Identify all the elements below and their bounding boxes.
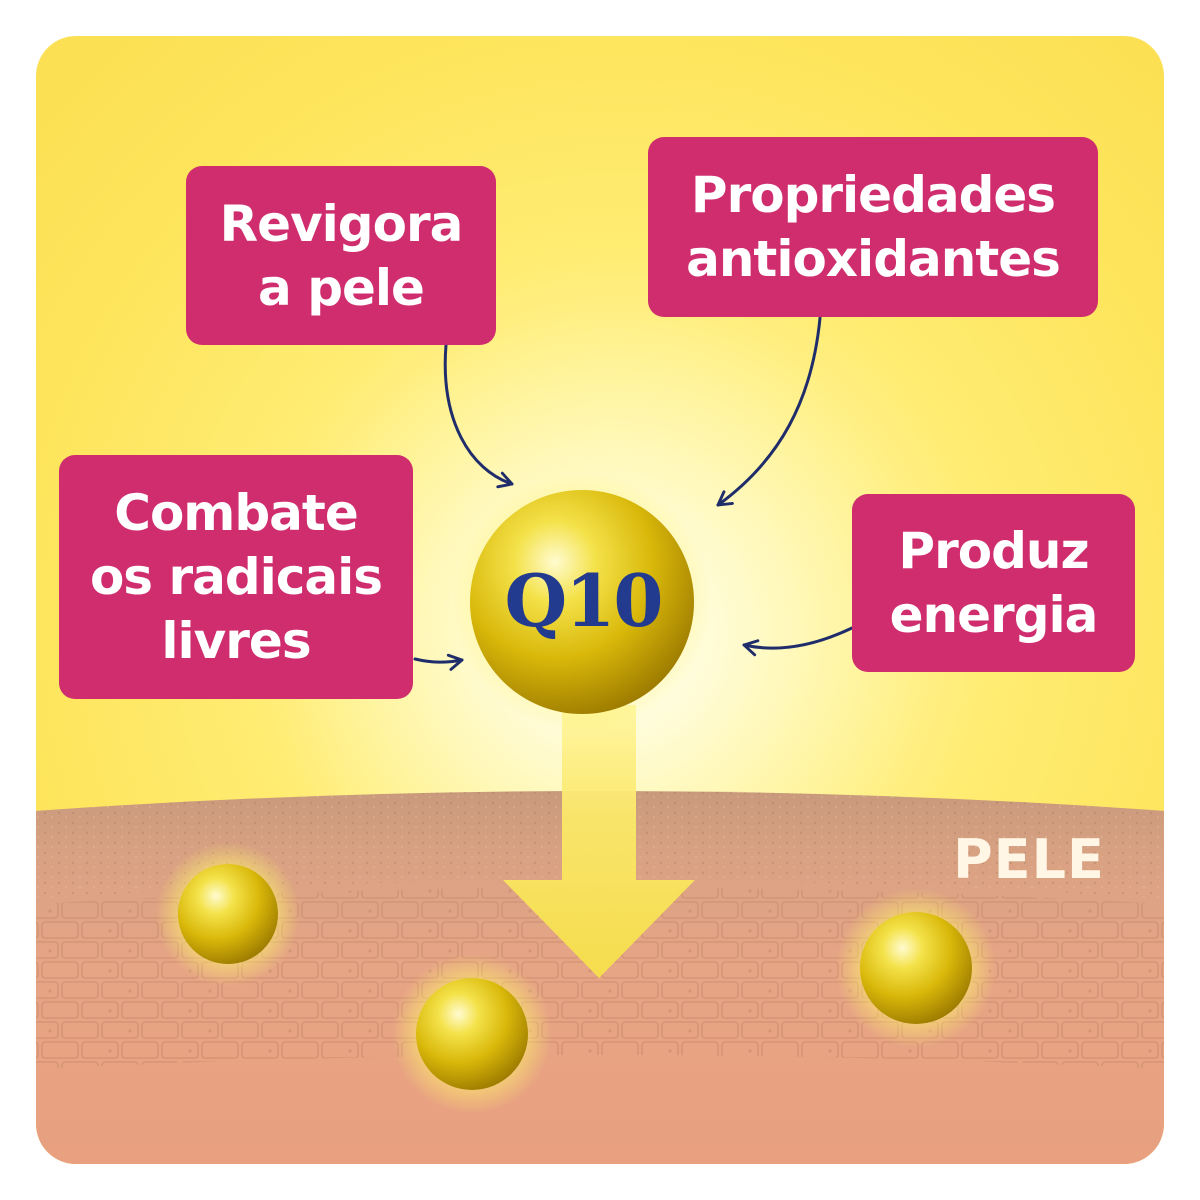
benefit-text: os radicais: [89, 548, 383, 606]
benefit-text: Propriedades: [690, 166, 1056, 224]
curved-arrow-icon: [716, 316, 822, 507]
benefit-text: livres: [161, 612, 311, 670]
benefit-box-propriedades: Propriedades antioxidantes: [648, 137, 1098, 317]
curved-arrow-icon: [413, 653, 464, 671]
benefit-text: a pele: [258, 258, 425, 317]
benefit-text: antioxidantes: [686, 230, 1061, 288]
benefit-box-combate: Combate os radicais livres: [59, 455, 413, 699]
benefit-box-revigora: Revigora a pele: [186, 166, 496, 345]
benefit-text: Revigora: [219, 194, 464, 253]
skin-label: PELE: [953, 828, 1105, 891]
molecule-sphere-icon: [836, 888, 996, 1048]
q10-label: Q10: [504, 557, 664, 643]
benefit-text: Produz: [898, 522, 1089, 580]
down-arrow-icon: [503, 705, 695, 978]
curved-arrow-icon: [443, 343, 514, 489]
q10-molecule: [452, 472, 712, 732]
curved-arrow-icon: [742, 626, 854, 657]
benefit-text: Combate: [114, 484, 358, 542]
benefit-box-produz: Produz energia: [852, 494, 1135, 672]
molecule-sphere-icon: [392, 954, 552, 1114]
molecule-sphere-icon: [156, 842, 300, 986]
benefit-text: energia: [889, 586, 1099, 644]
